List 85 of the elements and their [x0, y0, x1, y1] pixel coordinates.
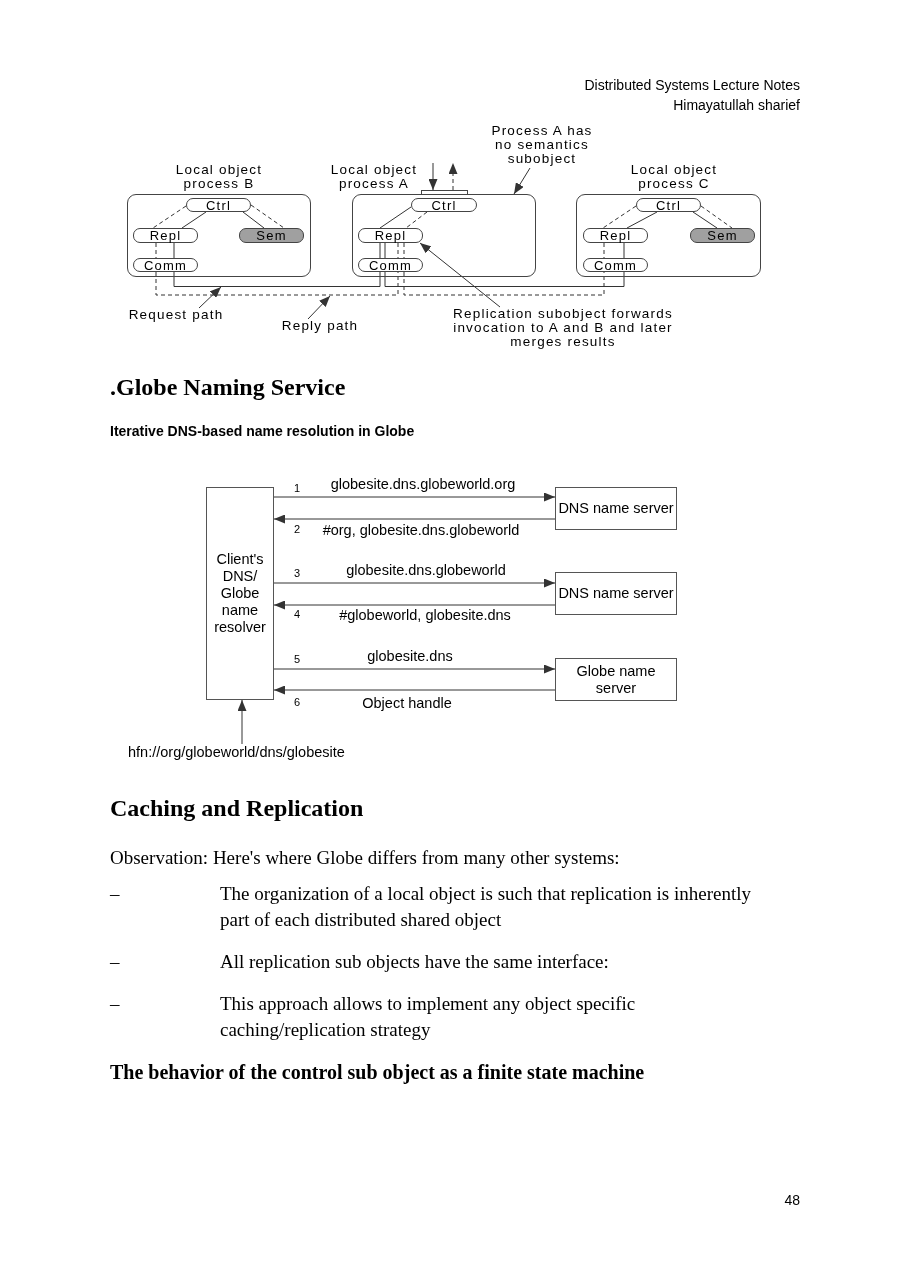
arrow — [273, 492, 556, 502]
subobject-box: Repl — [133, 228, 198, 243]
subobject-box: Ctrl — [411, 198, 477, 212]
connector-line — [384, 271, 625, 287]
connector-line — [405, 211, 428, 229]
name-server-box: DNS name server — [555, 572, 677, 615]
connector-line — [602, 205, 637, 229]
step-number: 3 — [294, 567, 301, 579]
object-title: Local object process C — [629, 163, 719, 191]
subheading: The behavior of the control sub object as a finite state machine — [110, 1060, 645, 1085]
connector-line — [173, 242, 175, 259]
section-heading: .Globe Naming Service — [110, 373, 346, 402]
subobject-box: Repl — [583, 228, 648, 243]
edge-label: globesite.dns — [367, 648, 453, 664]
edge-label: globesite.dns.globeworld — [346, 562, 506, 578]
section-heading: Caching and Replication — [110, 794, 364, 823]
step-number: 6 — [294, 696, 301, 708]
arrow — [273, 578, 556, 588]
subobject-box: Repl — [358, 228, 423, 243]
connector-line — [403, 271, 605, 296]
subobject-box: Comm — [583, 258, 648, 272]
connector-line — [379, 242, 381, 259]
arrow — [428, 162, 438, 191]
list-dash: – — [110, 882, 120, 906]
list-dash: – — [110, 992, 120, 1016]
connector-line — [397, 242, 399, 259]
name-server-box: Globe name server — [555, 658, 677, 701]
connector-line — [700, 205, 733, 229]
object-title: Local object process A — [329, 163, 419, 191]
edge-label: Object handle — [362, 695, 452, 711]
connector-line — [623, 242, 625, 259]
paragraph: This approach allows to implement any object specific caching/replication strategy — [220, 992, 637, 1042]
arrow — [448, 162, 458, 191]
arrow — [273, 685, 556, 695]
leader-arrow — [198, 286, 222, 309]
connector-line — [379, 206, 412, 229]
connector-line — [155, 271, 399, 296]
paragraph: Observation: Here's where Globe differs from many other systems: — [110, 846, 620, 870]
connector-line — [384, 242, 386, 259]
arrow — [273, 600, 556, 610]
path-label: Request path — [120, 308, 232, 323]
paragraph: The organization of a local object is such that replication is inherently part of each distributed shared object — [220, 882, 752, 932]
running-header: Himayatullah sharief — [673, 96, 800, 114]
step-number: 1 — [294, 482, 301, 494]
resolver-box: Client's DNS/ Globe name resolver — [206, 487, 274, 700]
connector-line — [403, 242, 405, 259]
arrow — [237, 699, 247, 745]
connector-line — [626, 211, 658, 229]
subobject-box: Comm — [133, 258, 198, 272]
leader-arrow — [307, 295, 331, 320]
connector-line — [250, 204, 285, 229]
name-server-box: DNS name server — [555, 487, 677, 530]
leader-arrow — [513, 167, 531, 195]
list-dash: – — [110, 950, 120, 974]
connector-line — [603, 242, 605, 259]
edge-label: #org, globesite.dns.globeworld — [322, 522, 520, 538]
subobject-box: Ctrl — [636, 198, 701, 212]
annotation-text: Process A has no semantics subobject — [490, 124, 594, 168]
paragraph: All replication sub objects have the same interface: — [220, 950, 609, 974]
subobject-box: Ctrl — [186, 198, 251, 212]
running-header: Distributed Systems Lecture Notes — [584, 76, 800, 94]
name-text: hfn://org/globeworld/dns/globesite — [128, 744, 350, 761]
subobject-box: Sem — [239, 228, 304, 243]
step-number: 5 — [294, 653, 301, 665]
leader-arrow — [419, 242, 501, 308]
connector-line — [155, 242, 157, 259]
annotation-text: Replication subobject forwards invocation to A and B and later merges results — [440, 307, 686, 351]
object-title: Local object process B — [174, 163, 264, 191]
arrow — [273, 664, 556, 674]
arrow — [273, 514, 556, 524]
edge-label: globesite.dns.globeworld.org — [330, 476, 516, 492]
subheading: Iterative DNS-based name resolution in Globe — [110, 422, 415, 440]
subobject-box: Comm — [358, 258, 423, 272]
step-number: 4 — [294, 608, 301, 620]
subobject-box: Sem — [690, 228, 755, 243]
connector-line — [152, 205, 187, 229]
connector-line — [242, 211, 265, 229]
page-number: 48 — [784, 1191, 800, 1209]
connector-line — [173, 271, 381, 287]
step-number: 2 — [294, 523, 301, 535]
connector-line — [692, 211, 718, 229]
edge-label: #globeworld, globesite.dns — [339, 607, 511, 623]
path-label: Reply path — [274, 319, 366, 334]
connector-line — [181, 211, 207, 229]
interface-bar — [421, 190, 468, 195]
